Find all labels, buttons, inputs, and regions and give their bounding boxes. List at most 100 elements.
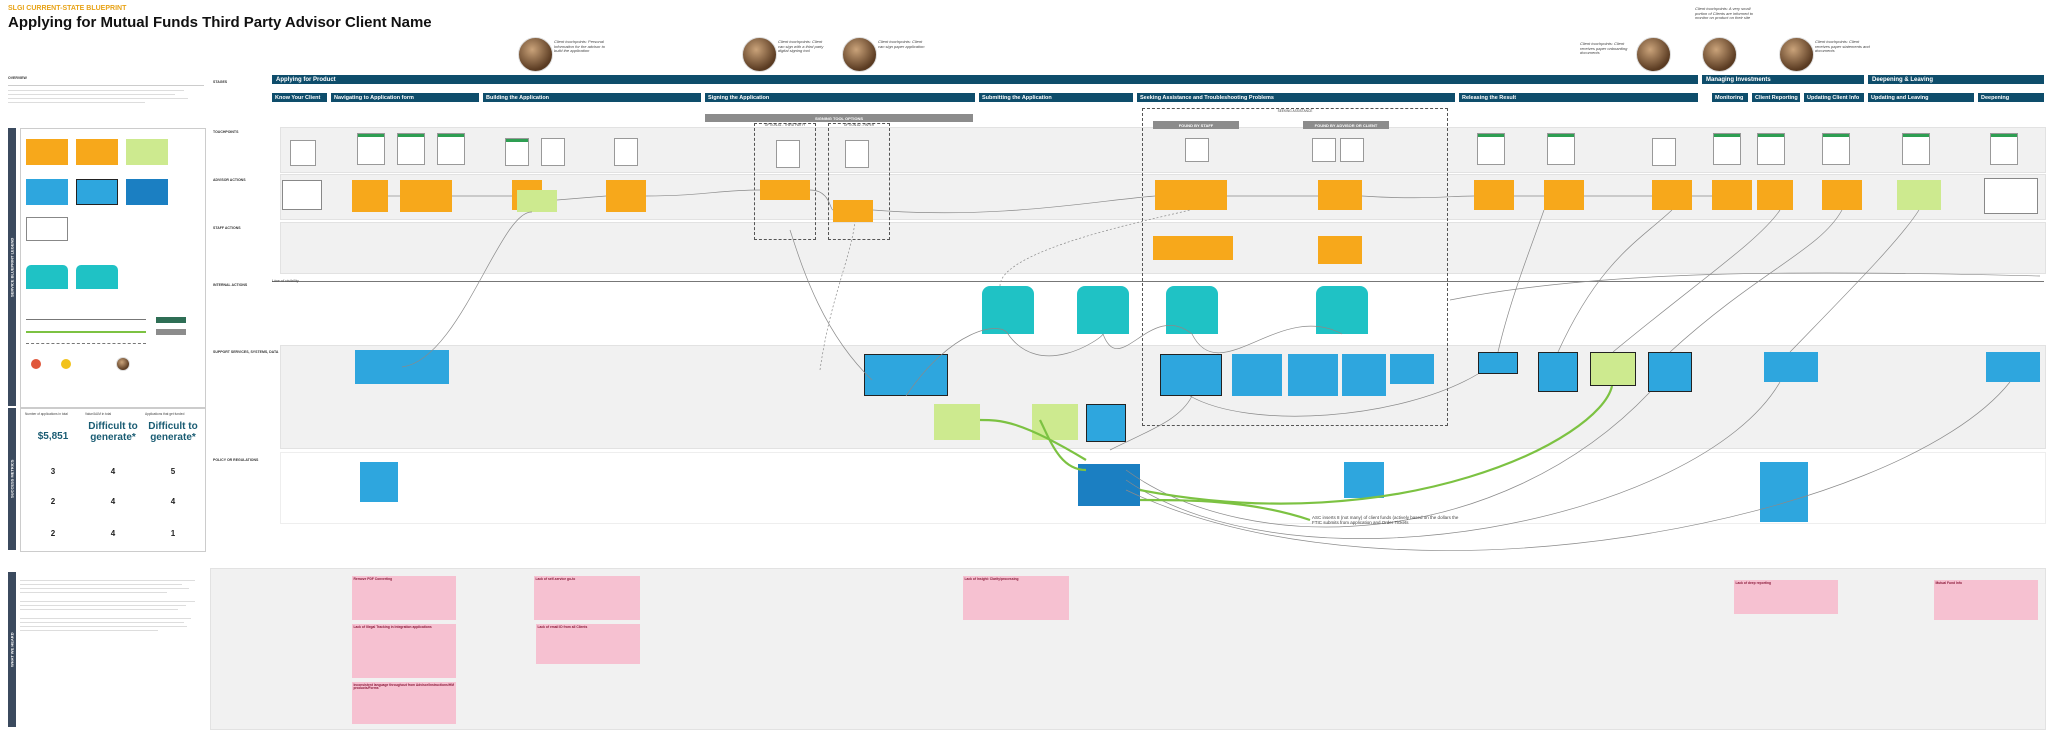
web-portal-icon xyxy=(437,133,465,165)
signing-option-a-label: OPTION A1 - THIRD PARTY xyxy=(764,123,806,127)
flow-green-lines xyxy=(979,385,1614,522)
metric-r4c1: 2 xyxy=(50,529,56,538)
pain-point-title: Lack of email ID from all Clients xyxy=(537,624,588,629)
flow-line xyxy=(1612,209,1781,353)
signing-option-a-box: OPTION A1 - THIRD PARTY xyxy=(754,123,816,240)
metric-value-3: Difficult to generate* xyxy=(148,421,198,443)
legend-green-chip xyxy=(156,317,186,323)
phase-releasing[interactable]: Releasing the Result xyxy=(1459,93,1698,102)
system-card xyxy=(1538,352,1578,392)
pain-point-card: Lack of email ID from all Clients xyxy=(536,624,640,664)
internal-card xyxy=(982,286,1034,334)
blueprint-eyebrow: SLGI CURRENT-STATE BLUEPRINT xyxy=(8,5,127,12)
phase-seeking[interactable]: Seeking Assistance and Troubleshooting P… xyxy=(1137,93,1455,102)
metric-r2c2: 4 xyxy=(110,467,116,476)
flow-line xyxy=(1125,391,1651,528)
system-card xyxy=(1648,352,1692,392)
advisor-card xyxy=(352,180,388,212)
overview-label: OVERVIEW xyxy=(8,76,27,80)
phase-building[interactable]: Building the Application xyxy=(483,93,701,102)
advisor-opportunity-card xyxy=(1897,180,1941,210)
green-flow-annotation: ASC inserts 8 (not many) of client funds… xyxy=(1312,515,1459,525)
signing-options-header: SIGNING TOOL OPTIONS xyxy=(705,114,973,122)
pain-point-title: Lack of deep reporting xyxy=(1735,580,1772,585)
pain-point-title: Mutual Fund Info xyxy=(1935,580,1963,585)
persona-avatar-5 xyxy=(1702,37,1737,72)
signing-option-b-box: OPTION A2 - PAPER xyxy=(828,123,890,240)
advisor-card-client xyxy=(282,180,322,210)
legend-line-green xyxy=(26,331,146,333)
phase-monitoring[interactable]: Monitoring xyxy=(1712,93,1748,102)
advisor-card-client xyxy=(1984,178,2038,214)
system-card xyxy=(1764,352,1818,382)
persona-quote-3: Client touchpoints: Client can sign pape… xyxy=(878,39,925,49)
internal-card xyxy=(1077,286,1129,334)
pain-point-card: Lack of Insight: Clarity/processing xyxy=(963,576,1069,620)
phase-updating-leaving[interactable]: Updating and Leaving xyxy=(1868,93,1974,102)
paper-stack-icon xyxy=(845,140,869,168)
system-card xyxy=(1986,352,2040,382)
policy-card xyxy=(1078,464,1140,506)
persona-avatar-3 xyxy=(842,37,877,72)
pain-point-title: Lack of Insight: Clarity/processing xyxy=(964,576,1019,581)
pain-point-card: Remove PDF Converting xyxy=(352,576,456,620)
flow-green-line xyxy=(1139,385,1614,505)
flow-line xyxy=(1109,395,1193,451)
persona-avatar-6 xyxy=(1779,37,1814,72)
persona-quote-1: Client touchpoints: Personal Information… xyxy=(554,39,605,54)
system-card xyxy=(864,354,948,396)
flow-line xyxy=(1361,195,1475,199)
lane-touchpoints xyxy=(280,127,2046,173)
metric-r3c3: 4 xyxy=(170,497,176,506)
metric-r3c1: 2 xyxy=(50,497,56,506)
phase-deepening[interactable]: Deepening xyxy=(1978,93,2044,102)
staff-card xyxy=(1318,236,1362,264)
legend-line-dashed xyxy=(26,343,146,344)
system-card xyxy=(1478,352,1518,374)
legend-system-card-outlined xyxy=(76,179,118,205)
policy-card xyxy=(1760,462,1808,522)
flow-line xyxy=(1102,325,1193,349)
phase-client-reporting[interactable]: Client Reporting xyxy=(1752,93,1800,102)
phase-submitting[interactable]: Submitting the Application xyxy=(979,93,1133,102)
flow-line xyxy=(1669,209,1843,353)
flow-line xyxy=(1189,373,1479,417)
pain-point-icon xyxy=(31,359,41,369)
flow-line xyxy=(1789,209,1920,353)
flow-line xyxy=(1191,325,1343,354)
metric-r2c3: 5 xyxy=(170,467,176,476)
flow-line xyxy=(645,189,761,197)
flow-line xyxy=(905,328,1009,397)
row-label-staff: STAFF ACTIONS xyxy=(213,226,241,230)
document-icon xyxy=(290,140,316,166)
signing-option-b-label: OPTION A2 - PAPER xyxy=(843,123,875,127)
pain-point-card: Inconsistent language throughout from Ad… xyxy=(352,682,456,724)
phase-kyc[interactable]: Know Your Client xyxy=(272,93,327,102)
advisor-card xyxy=(1474,180,1514,210)
phase-updating-client-info[interactable]: Updating Client Info xyxy=(1804,93,1864,102)
advisor-card xyxy=(1155,180,1227,210)
stage-managing[interactable]: Managing Investments xyxy=(1702,75,1864,84)
persona-quote-6: Client touchpoints: Client receives pape… xyxy=(1815,39,1870,54)
web-portal-icon xyxy=(1822,133,1850,165)
system-opportunity-card xyxy=(1590,352,1636,386)
metric-r4c3: 1 xyxy=(170,529,176,538)
row-label-internal: INTERNAL ACTIONS xyxy=(213,283,248,287)
pain-point-title: Lack of Illegal Tracking in Integration … xyxy=(353,624,432,629)
flow-line xyxy=(1497,209,1545,353)
stage-deepening[interactable]: Deepening & Leaving xyxy=(1868,75,2044,84)
phase-signing[interactable]: Signing the Application xyxy=(705,93,975,102)
metric-label-2: Value/AUM in total xyxy=(85,412,112,416)
persona-quote-5: Client touchpoints: A very small portion… xyxy=(1695,6,1754,21)
legend-system-card xyxy=(26,179,68,205)
system-card xyxy=(1086,404,1126,442)
persona-avatar-2 xyxy=(742,37,777,72)
advisor-card xyxy=(1712,180,1752,210)
stage-applying[interactable]: Applying for Product xyxy=(272,75,1698,84)
opportunity-icon xyxy=(61,359,71,369)
flow-line xyxy=(789,229,873,381)
system-card xyxy=(1232,354,1282,396)
phase-navigating[interactable]: Navigating to Application form xyxy=(331,93,479,102)
legend-panel xyxy=(20,128,206,408)
flow-line xyxy=(1007,333,1104,357)
